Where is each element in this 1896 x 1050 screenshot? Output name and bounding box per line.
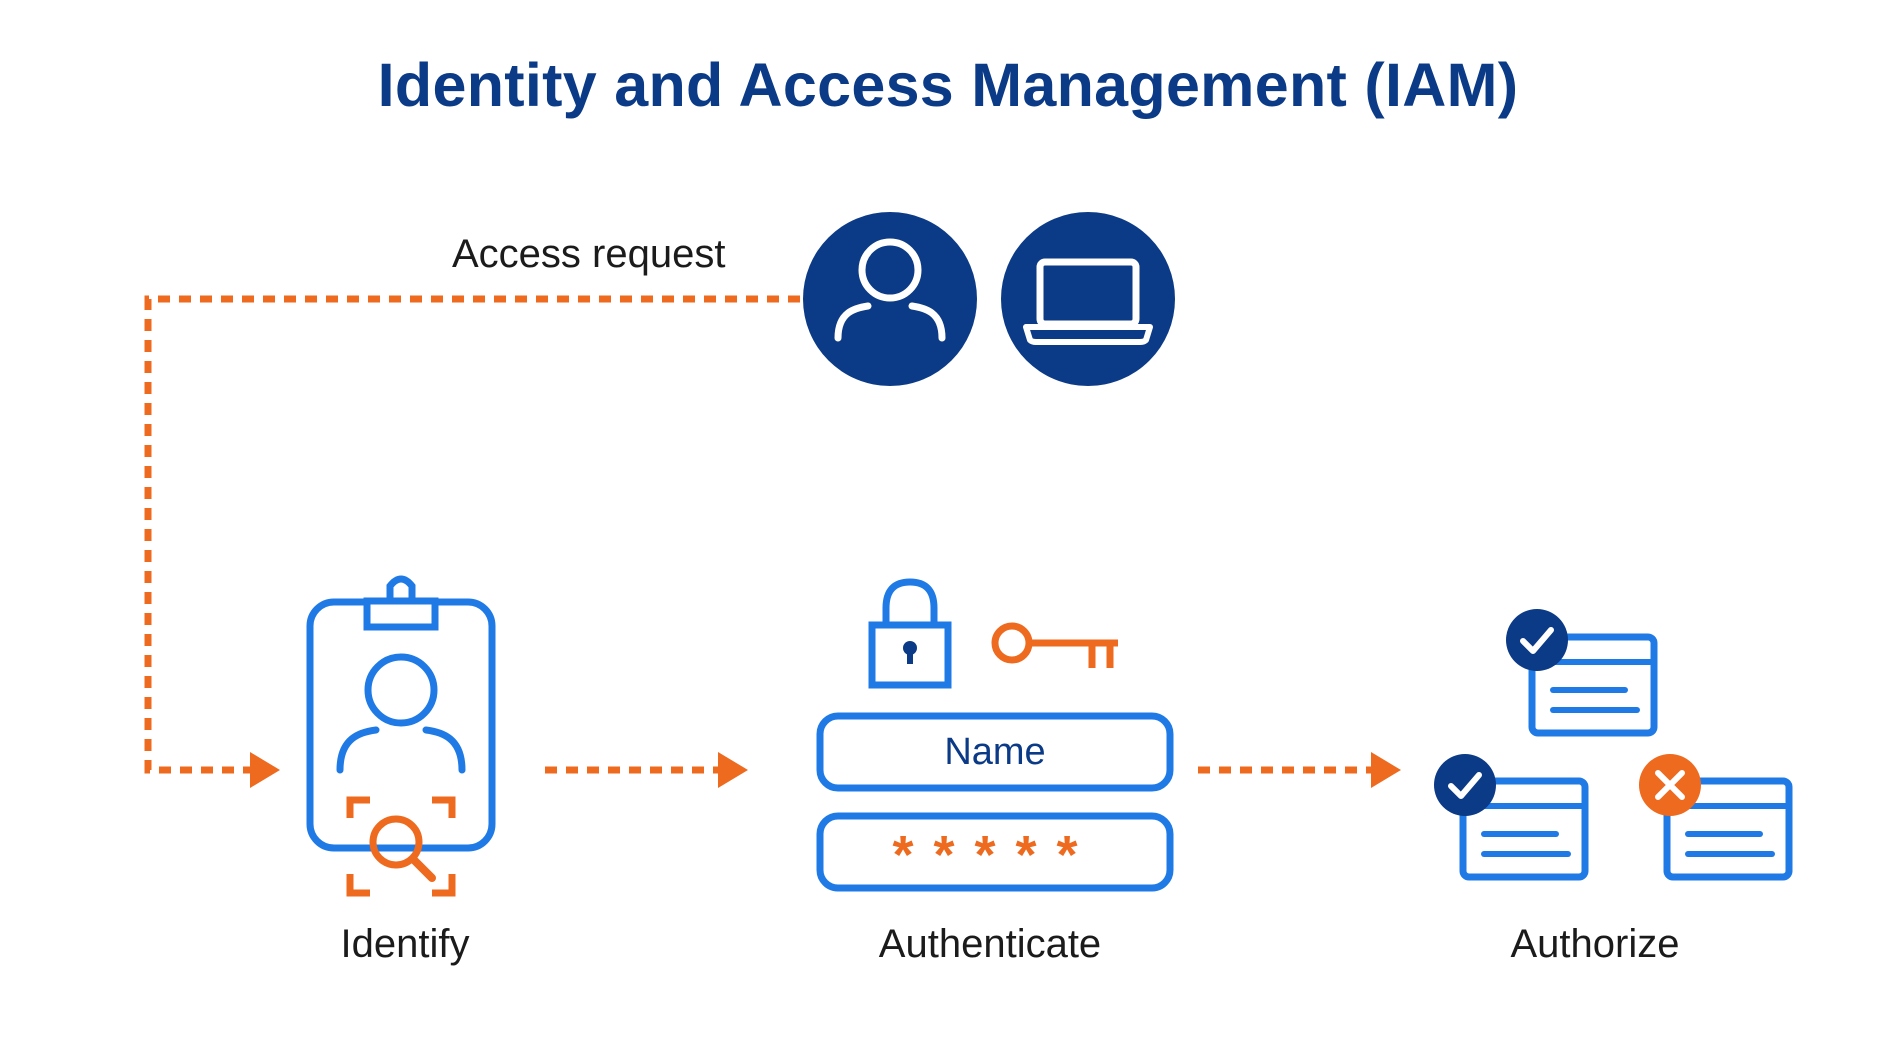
- name-field: Name: [944, 731, 1046, 773]
- arrow-to-identify: [250, 752, 280, 788]
- laptop-icon: [1001, 212, 1175, 386]
- arrow-to-authorize: [1371, 752, 1401, 788]
- diagram-title: Identity and Access Management (IAM): [377, 51, 1519, 119]
- password-field: *****: [892, 825, 1098, 885]
- step-label-identify: Identify: [340, 922, 470, 966]
- approved-document-icon: [1434, 754, 1589, 881]
- denied-document-icon: [1639, 754, 1793, 881]
- name-field-box: [816, 712, 1174, 792]
- access-request-label: Access request: [452, 232, 726, 276]
- access-request-connector: [144, 295, 800, 774]
- arrow-to-authenticate: [718, 752, 748, 788]
- step-label-authenticate: Authenticate: [878, 922, 1102, 966]
- approved-document-icon: [1506, 609, 1658, 737]
- key-icon: [991, 622, 1118, 668]
- search-icon: [346, 796, 456, 897]
- password-field-box: [816, 812, 1174, 892]
- user-icon: [803, 212, 977, 386]
- step-label-authorize: Authorize: [1510, 922, 1680, 966]
- lock-icon: [868, 578, 952, 689]
- id-badge-icon: [306, 575, 496, 852]
